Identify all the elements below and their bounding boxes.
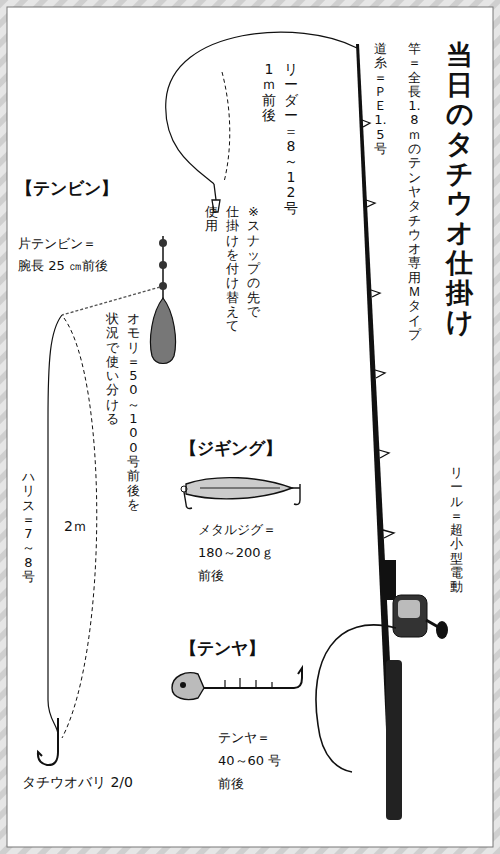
reel-cord: [316, 625, 396, 772]
reel: [393, 595, 448, 639]
sinker: [150, 298, 175, 364]
label: 前後: [198, 568, 224, 584]
label: 2ｍ: [62, 518, 89, 536]
label: 180～200ｇ: [198, 545, 274, 561]
tenbin-arm: [62, 287, 160, 315]
label: 片テンビン＝: [18, 236, 96, 252]
label: 【ジギング】: [180, 438, 282, 459]
panel: [7, 7, 493, 847]
tenbin: [150, 236, 175, 364]
label: 【テンビン】: [16, 178, 118, 199]
metal-jig: [181, 478, 300, 509]
hook: [38, 718, 58, 765]
vertical-label: 竿＝全長1.8ｍのテンヤタチウオ専用Ｍタイプ: [408, 42, 421, 342]
vertical-label: リール＝超小型電動: [450, 466, 463, 595]
vertical-label: 使用: [205, 205, 218, 234]
vertical-label: 状況で使い分ける: [106, 312, 119, 426]
vertical-label: 1ｍ前後: [262, 62, 276, 124]
title: 当日のタチウオ仕掛け: [446, 40, 473, 337]
rod-grip: [386, 660, 402, 820]
reel-seat: [384, 560, 396, 600]
label: テンヤ＝: [218, 730, 270, 746]
label: 40～60 号: [218, 753, 281, 769]
length-bracket: [62, 318, 97, 738]
harisu-line: [48, 315, 62, 735]
rod-guides: [362, 120, 394, 538]
vertical-label: オモリ＝50～100号前後を: [127, 312, 140, 512]
vertical-label: ※スナップの先で: [247, 205, 260, 319]
label: 腕長 25 ㎝前後: [18, 258, 108, 274]
label: メタルジグ＝: [198, 522, 276, 538]
label: タチウオバリ 2/0: [22, 774, 133, 792]
vertical-label: 仕掛けを付け替えて: [226, 205, 239, 334]
tenya: [172, 668, 302, 700]
vertical-label: リーダー＝8～12号: [284, 62, 298, 216]
label: 前後: [218, 776, 244, 792]
vertical-label: ハリス＝7～8号: [22, 470, 35, 584]
label: 【テンヤ】: [180, 638, 265, 659]
main-line: [166, 32, 357, 184]
vertical-label: 道糸＝ＰＥ1.5号: [374, 42, 387, 156]
leader-bracket: [222, 72, 230, 182]
